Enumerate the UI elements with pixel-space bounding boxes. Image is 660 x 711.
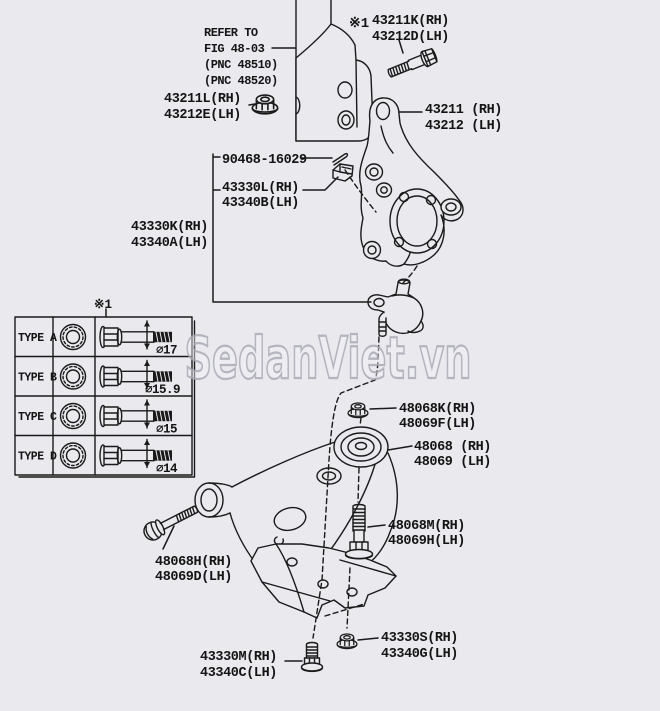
bolt-diameter-label: ⌀15.9 [145,383,180,397]
table-row: TYPE D ⌀14 [18,438,178,476]
label-arm-rear-bolt-rh: 48068M(RH) [388,519,465,534]
arm-nut-drawing [347,402,369,419]
label-arm-nut-lh: 48069F(LH) [399,417,476,432]
part-labels: REFER TO FIG 48-03 (PNC 48510) (PNC 4852… [131,14,502,681]
label-ball-joint-rh: 43330K(RH) [131,220,208,235]
label-ball-joint-lh: 43340A(LH) [131,236,208,251]
bolt-diameter-label: ⌀15 [156,423,177,437]
note-symbol: ※1 [349,16,369,32]
label-strut-nut-lh: 43212E(LH) [164,108,241,123]
label-lower-arm-rh: 48068 (RH) [414,440,491,455]
label-knuckle-rh: 43211 (RH) [425,103,502,118]
label-ball-joint-bolt-rh: 43330M(RH) [200,650,277,665]
label-arm-nut-rh: 48068K(RH) [399,402,476,417]
refer-note-line2: FIG 48-03 [204,42,265,56]
clip-drawing [332,152,349,166]
table-row: TYPE B ⌀15.9 [18,359,181,397]
table-type-label: TYPE A [18,332,57,345]
label-clip: 90468-16029 [222,153,307,168]
table-row: TYPE A ⌀17 [18,320,178,358]
label-dust-cover-lh: 43340B(LH) [222,196,299,211]
knuckle-drawing [358,97,464,267]
table-type-label: TYPE D [18,451,57,464]
bolt-diameter-label: ⌀14 [156,462,178,476]
label-strut-bolt-lh: 43212D(LH) [372,30,449,45]
ball-joint-bolt-drawing [300,641,324,673]
table-type-label: TYPE B [18,372,57,385]
refer-note-line3: (PNC 48510) [204,58,278,72]
table-row: TYPE C ⌀15 [18,399,178,437]
strut-nut-drawing [251,94,279,115]
label-strut-bolt-rh: 43211K(RH) [372,14,449,29]
label-strut-nut-rh: 43211L(RH) [164,92,241,107]
refer-note-line1: REFER TO [204,26,258,40]
arm-rear-bolt-drawing [344,503,374,560]
bolt-type-table: ※1 TYPE A ⌀17 TYPE B [14,297,196,478]
table-type-label: TYPE C [18,411,57,424]
strut-bolt-drawing [387,48,438,78]
table-note: ※1 [94,297,112,312]
watermark: SedanViet.vn [185,324,472,392]
label-dust-cover-rh: 43330L(RH) [222,181,299,196]
label-arm-rear-bolt-lh: 48069H(LH) [388,534,465,549]
label-knuckle-lh: 43212 (LH) [425,119,502,134]
label-lower-arm-lh: 48069 (LH) [414,455,491,470]
refer-note-line4: (PNC 48520) [204,74,278,88]
label-ball-joint-nut-lh: 43340G(LH) [381,647,458,662]
label-arm-front-bolt-rh: 48068H(RH) [155,555,232,570]
arm-front-bolt-drawing [143,505,199,541]
label-ball-joint-bolt-lh: 43340C(LH) [200,666,277,681]
bolt-diameter-label: ⌀17 [156,344,177,358]
label-ball-joint-nut-rh: 43330S(RH) [381,631,458,646]
rear-bracket-drawing [250,543,397,619]
assembly-dashed-lines [312,169,418,639]
leader-lines [105,39,423,662]
label-arm-front-bolt-lh: 48069D(LH) [155,570,232,585]
ball-joint-nut-drawing [336,633,358,650]
